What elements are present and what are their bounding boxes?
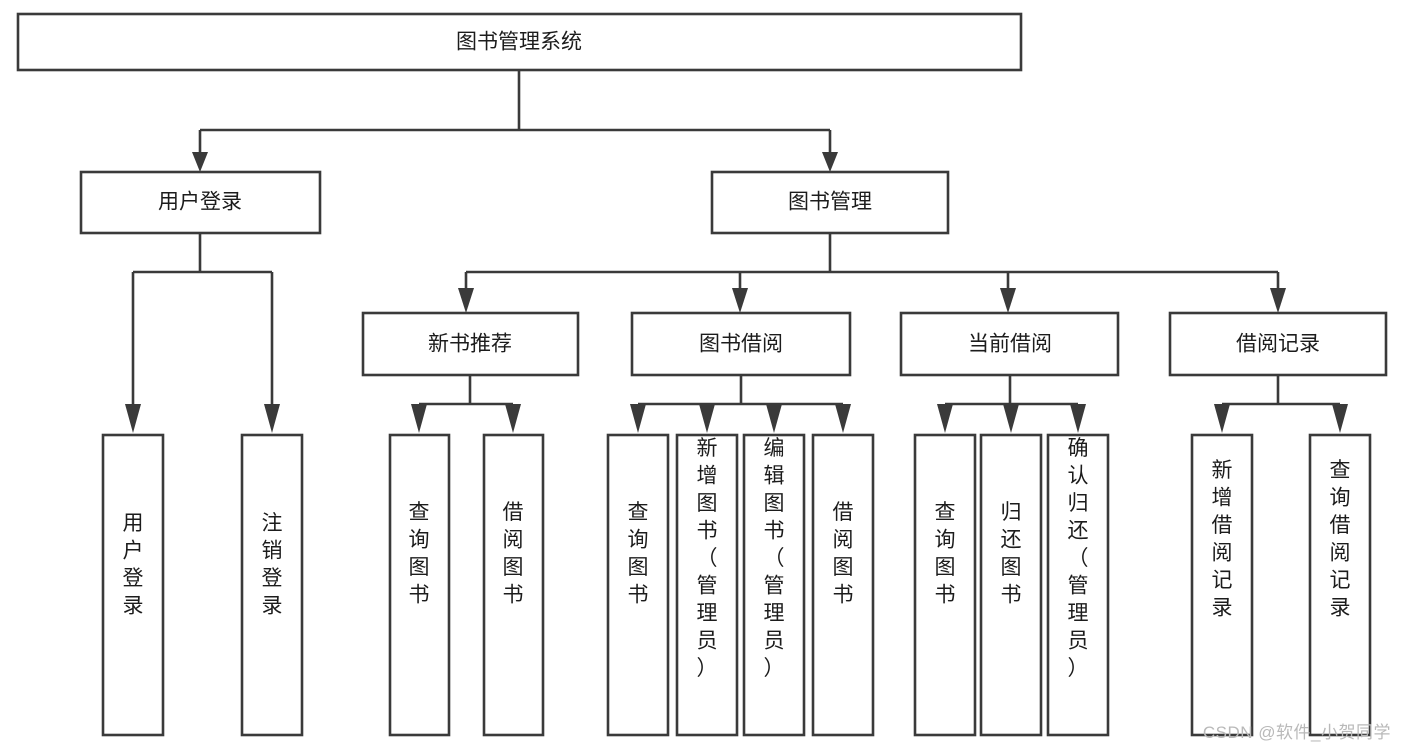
node-root-system[interactable]: 图书管理系统 bbox=[16, 12, 1023, 72]
node-root-system-label: 图书管理系统 bbox=[456, 31, 582, 54]
connector-group-current bbox=[937, 375, 1086, 433]
arrow-root-to-bookmgmt bbox=[822, 152, 838, 172]
arrow-userlogin-leaf-2 bbox=[264, 404, 280, 433]
arrow-borrow-leaf-3 bbox=[766, 404, 782, 433]
leaf-borrow-borrow-book[interactable]: 借阅图书 bbox=[811, 433, 875, 737]
leaf-current-confirm-return-label: 确认归还（管理员） bbox=[1068, 437, 1089, 680]
leaf-new-book-borrow[interactable]: 借阅图书 bbox=[482, 433, 545, 737]
leaf-current-query-label: 查询图书 bbox=[935, 501, 956, 607]
node-book-borrow[interactable]: 图书借阅 bbox=[630, 311, 852, 377]
node-book-borrow-label: 图书借阅 bbox=[699, 333, 783, 356]
leaf-borrow-add-book[interactable]: 新增图书（管理员） bbox=[675, 433, 739, 737]
node-book-management-box[interactable] bbox=[710, 170, 950, 235]
arrow-bookmgmt-to-borrow bbox=[732, 288, 748, 313]
leaf-record-add-label: 新增借阅记录 bbox=[1212, 459, 1233, 620]
node-new-book-recommend-label: 新书推荐 bbox=[428, 333, 512, 356]
node-current-borrow-box[interactable] bbox=[899, 311, 1120, 377]
node-new-book-recommend-box[interactable] bbox=[361, 311, 580, 377]
leaf-current-query-box[interactable] bbox=[913, 433, 977, 737]
connector-group-borrow bbox=[630, 375, 851, 433]
leaf-borrow-borrow-book-box[interactable] bbox=[811, 433, 875, 737]
arrow-newbook-leaf-1 bbox=[411, 404, 427, 433]
leaf-borrow-query-box[interactable] bbox=[606, 433, 670, 737]
leaf-borrow-edit-book-label: 编辑图书（管理员） bbox=[764, 437, 785, 680]
node-root-system-box[interactable] bbox=[16, 12, 1023, 72]
arrow-root-to-userlogin bbox=[192, 152, 208, 172]
leaf-current-return[interactable]: 归还图书 bbox=[979, 433, 1043, 737]
leaf-borrow-query-label: 查询图书 bbox=[628, 501, 649, 607]
leaf-new-book-query-label: 查询图书 bbox=[409, 501, 430, 607]
node-book-management-label: 图书管理 bbox=[788, 191, 872, 214]
arrow-current-leaf-1 bbox=[937, 404, 953, 433]
arrow-userlogin-leaf-1 bbox=[125, 404, 141, 433]
node-borrow-record-box[interactable] bbox=[1168, 311, 1388, 377]
leaf-user-login-logout-label: 注销登录 bbox=[262, 512, 283, 618]
leaf-borrow-add-book-box[interactable] bbox=[675, 433, 739, 737]
leaf-current-confirm-return-box[interactable] bbox=[1046, 433, 1110, 737]
node-book-borrow-box[interactable] bbox=[630, 311, 852, 377]
leaf-borrow-query[interactable]: 查询图书 bbox=[606, 433, 670, 737]
connector-group-record bbox=[1214, 375, 1348, 433]
arrow-bookmgmt-to-newbook bbox=[458, 288, 474, 313]
leaf-current-query[interactable]: 查询图书 bbox=[913, 433, 977, 737]
arrow-record-leaf-2 bbox=[1332, 404, 1348, 433]
arrow-newbook-leaf-2 bbox=[505, 404, 521, 433]
leaf-record-query-label: 查询借阅记录 bbox=[1330, 459, 1351, 620]
leaf-new-book-borrow-box[interactable] bbox=[482, 433, 545, 737]
leaf-record-add-box[interactable] bbox=[1190, 433, 1254, 737]
arrow-current-leaf-2 bbox=[1003, 404, 1019, 433]
leaf-record-add[interactable]: 新增借阅记录 bbox=[1190, 433, 1254, 737]
node-book-management[interactable]: 图书管理 bbox=[710, 170, 950, 235]
leaf-borrow-borrow-book-label: 借阅图书 bbox=[833, 501, 854, 607]
node-user-login[interactable]: 用户登录 bbox=[79, 170, 322, 235]
arrow-borrow-leaf-4 bbox=[835, 404, 851, 433]
arrow-borrow-leaf-1 bbox=[630, 404, 646, 433]
connector-group-newbook bbox=[411, 375, 521, 433]
arrow-record-leaf-1 bbox=[1214, 404, 1230, 433]
leaf-user-login-login-label: 用户登录 bbox=[123, 512, 144, 618]
node-current-borrow-label: 当前借阅 bbox=[968, 333, 1052, 356]
leaf-new-book-query-box[interactable] bbox=[388, 433, 451, 737]
leaf-record-query[interactable]: 查询借阅记录 bbox=[1308, 433, 1372, 737]
arrow-bookmgmt-to-record bbox=[1270, 288, 1286, 313]
arrow-borrow-leaf-2 bbox=[699, 404, 715, 433]
node-current-borrow[interactable]: 当前借阅 bbox=[899, 311, 1120, 377]
node-user-login-box[interactable] bbox=[79, 170, 322, 235]
node-borrow-record[interactable]: 借阅记录 bbox=[1168, 311, 1388, 377]
leaf-new-book-borrow-label: 借阅图书 bbox=[503, 501, 524, 607]
csdn-watermark: CSDN @软件_小贺同学 bbox=[1202, 723, 1391, 742]
leaf-user-login-logout[interactable]: 注销登录 bbox=[240, 433, 304, 737]
connector-group-userlogin bbox=[125, 233, 280, 433]
connector-group-bookmgmt bbox=[458, 233, 1286, 313]
leaf-record-query-box[interactable] bbox=[1308, 433, 1372, 737]
arrow-current-leaf-3 bbox=[1070, 404, 1086, 433]
node-borrow-record-label: 借阅记录 bbox=[1236, 333, 1320, 356]
leaf-borrow-add-book-label: 新增图书（管理员） bbox=[697, 437, 718, 680]
node-user-login-label: 用户登录 bbox=[158, 191, 242, 214]
leaf-current-confirm-return[interactable]: 确认归还（管理员） bbox=[1046, 433, 1110, 737]
arrow-bookmgmt-to-current bbox=[1000, 288, 1016, 313]
leaf-current-return-label: 归还图书 bbox=[1001, 501, 1022, 607]
connector-group-root bbox=[192, 70, 838, 172]
leaf-user-login-login[interactable]: 用户登录 bbox=[101, 433, 165, 737]
leaf-borrow-edit-book[interactable]: 编辑图书（管理员） bbox=[742, 433, 806, 737]
leaf-user-login-login-box[interactable] bbox=[101, 433, 165, 737]
node-new-book-recommend[interactable]: 新书推荐 bbox=[361, 311, 580, 377]
leaf-user-login-logout-box[interactable] bbox=[240, 433, 304, 737]
leaf-borrow-edit-book-box[interactable] bbox=[742, 433, 806, 737]
leaf-current-return-box[interactable] bbox=[979, 433, 1043, 737]
leaf-new-book-query[interactable]: 查询图书 bbox=[388, 433, 451, 737]
